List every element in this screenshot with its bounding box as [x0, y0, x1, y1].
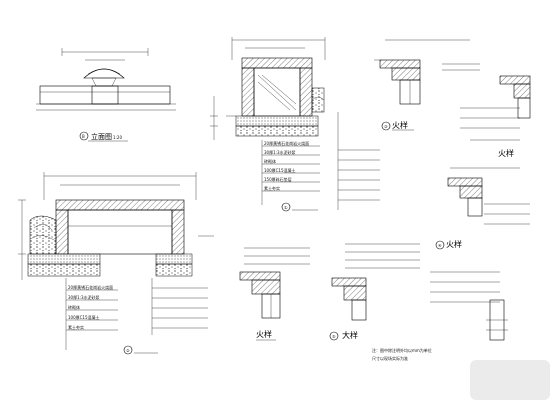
detail-title: 火样: [256, 329, 272, 339]
section-marker: ①: [284, 205, 288, 210]
detail-title: 大样: [342, 330, 358, 340]
leader-list-top-right: [338, 149, 380, 201]
leader-text: 30厚1:3水泥砂浆: [264, 149, 296, 155]
detail-bottom-b: ⑤ 大样: [329, 243, 420, 341]
elevation-marker: B: [82, 134, 85, 139]
elevation-view: B 立面图 1:20: [36, 48, 176, 142]
section-marker: ②: [126, 348, 130, 353]
leader-text: 20厚黄锈石花岗岩火烧面: [68, 284, 113, 290]
leader-list-top-center: 20厚黄锈石花岗岩火烧面 30厚1:3水泥砂浆 砖砌体 100厚C15混凝土 1…: [262, 140, 320, 192]
leader-text: 砖砌体: [68, 304, 80, 310]
section-top-center: 20厚黄锈石花岗岩火烧面 30厚1:3水泥砂浆 砖砌体 100厚C15混凝土 1…: [210, 37, 380, 212]
leader-text: 20厚黄锈石花岗岩火烧面: [264, 140, 309, 146]
leader-text: 100厚C15混凝土: [68, 314, 100, 320]
detail-marker: ④: [438, 243, 442, 248]
detail-title: 火样: [498, 148, 514, 158]
leader-list-bottom-left: 20厚黄锈石花岗岩火烧面 30厚1:3水泥砂浆 砖砌体 100厚C15混凝土 素…: [66, 284, 118, 331]
watermark: [470, 360, 550, 400]
detail-title: 火样: [446, 239, 462, 249]
leader-text: 150厚碎石垫层: [264, 176, 292, 182]
detail-title: 火样: [392, 120, 408, 130]
detail-top-right: ③ 火样: [374, 39, 480, 131]
leader-text: 素土夯实: [68, 324, 84, 330]
detail-bottom-a: 火样: [239, 247, 310, 341]
section-bottom-left: 20厚黄锈石花岗岩火烧面 30厚1:3水泥砂浆 砖砌体 100厚C15混凝土 素…: [18, 172, 214, 355]
leader-text: 30厚1:3水泥砂浆: [68, 294, 100, 300]
leader-text: 100厚C15混凝土: [264, 167, 296, 173]
elevation-title: 立面图: [91, 132, 112, 141]
notes: 注：图中除注明外均以mm为单位 尺寸以现场实际为准: [372, 347, 432, 361]
note-line-2: 尺寸以现场实际为准: [372, 355, 408, 361]
note-line-1: 注：图中除注明外均以mm为单位: [372, 347, 432, 353]
leader-list-bottom-mid: [152, 287, 208, 329]
detail-middle-right: ④ 火样: [435, 167, 530, 250]
detail-marker: ⑤: [332, 334, 336, 339]
detail-marker: ③: [384, 124, 388, 129]
detail-bottom-right: [430, 271, 508, 341]
detail-far-top-right: 火样: [460, 75, 531, 158]
leader-text: 砖砌体: [264, 158, 276, 164]
elevation-scale: 1:20: [113, 135, 122, 140]
leader-text: 素土夯实: [264, 185, 280, 191]
